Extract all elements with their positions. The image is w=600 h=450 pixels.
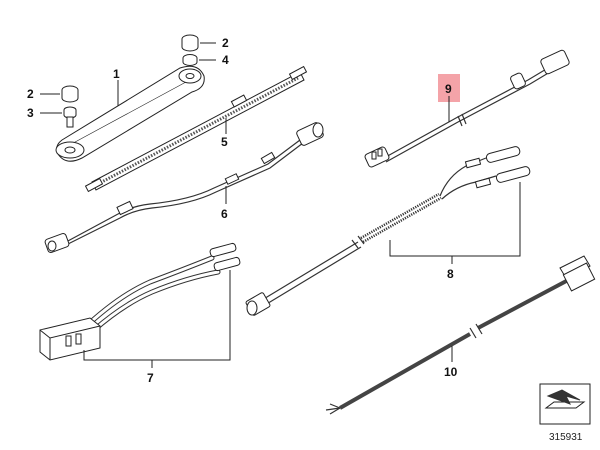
callout-5: 5 [221,135,228,149]
callout-1: 1 [113,67,120,81]
callout-9: 9 [445,82,452,96]
screw [63,106,77,128]
callout-10: 10 [444,365,458,379]
callout-2-top: 2 [222,36,229,50]
callout-3: 3 [27,106,34,120]
three-wire-cable [325,255,596,415]
ground-strap [55,65,205,162]
callout-7: 7 [147,371,154,385]
sensor-cable [44,122,324,253]
callout-6: 6 [221,207,228,221]
cap-top [181,34,199,52]
connector-cable [39,242,241,361]
highlight-badge-9 [438,74,460,102]
callout-8: 8 [447,267,454,281]
sensor-lead [364,49,570,168]
harness-sleeve [245,146,531,316]
flat-cable [84,65,308,193]
arrow-over-plate-icon [539,383,591,425]
cap-left [61,85,79,103]
callout-2-left: 2 [27,87,34,101]
callout-4: 4 [222,53,229,67]
nut [182,54,198,66]
reference-number: 315931 [549,432,583,443]
